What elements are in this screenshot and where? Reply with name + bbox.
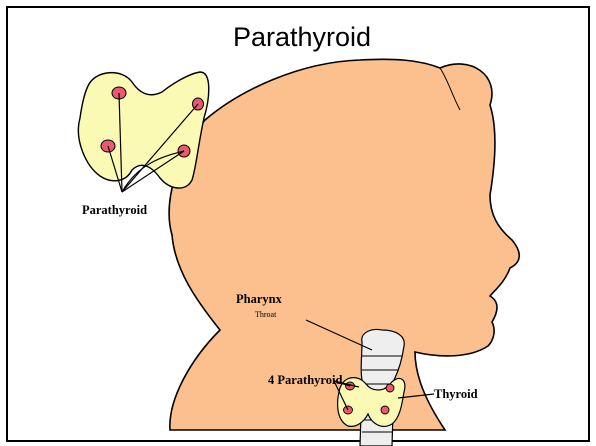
pharynx-sub-label: Throat (255, 310, 277, 319)
pharynx-label: Pharynx (236, 292, 283, 306)
four-parathyroid-label: 4 Parathyroid (268, 373, 342, 387)
neck-parathyroid-4 (381, 406, 389, 414)
head-silhouette (169, 59, 519, 430)
inset-thyroid-gland (78, 72, 208, 188)
neck-parathyroid-2 (386, 384, 394, 392)
inset-parathyroid-label: Parathyroid (82, 203, 147, 217)
slide-title: Parathyroid (0, 22, 596, 53)
thyroid-label: Thyroid (434, 387, 478, 401)
